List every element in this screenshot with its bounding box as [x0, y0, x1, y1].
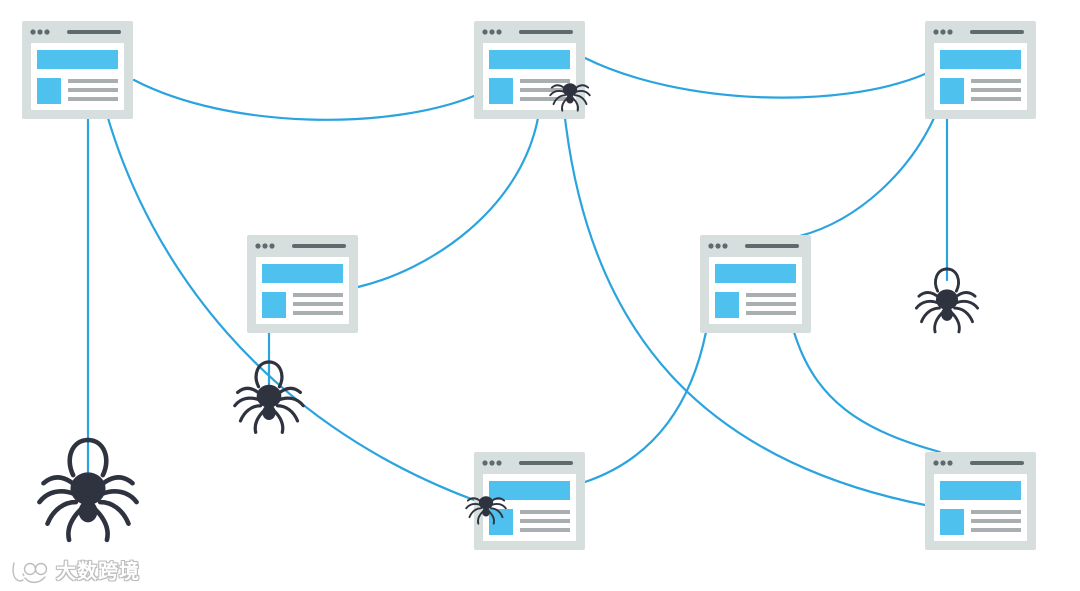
watermark: 大数跨境	[10, 555, 140, 587]
edges-layer	[106, 56, 942, 507]
spider-icon	[914, 267, 980, 334]
nodes-layer	[22, 21, 1036, 550]
webpage-icon	[474, 21, 585, 119]
connector-edge-3	[356, 116, 540, 289]
webpage-icon	[925, 21, 1036, 119]
spider-icon	[37, 437, 139, 543]
connector-edge-1	[132, 78, 476, 121]
spider-icon	[233, 360, 305, 434]
connector-edge-8	[792, 330, 942, 454]
connector-edge-4	[106, 116, 476, 502]
webpage-icon	[22, 21, 133, 119]
webpage-icon	[474, 452, 585, 550]
connector-edge-5	[563, 116, 927, 507]
webpage-icon	[700, 235, 811, 333]
spider-icon	[465, 496, 507, 525]
spiders-layer	[37, 83, 980, 543]
watermark-logo-icon	[10, 560, 48, 585]
connector-edge-2	[583, 56, 927, 99]
webpage-icon	[247, 235, 358, 333]
watermark-text: 大数跨境	[56, 559, 140, 583]
spider-icon	[549, 83, 591, 112]
webpage-icon	[925, 452, 1036, 550]
connector-edge-7	[583, 330, 708, 484]
connector-edge-6	[798, 116, 936, 238]
